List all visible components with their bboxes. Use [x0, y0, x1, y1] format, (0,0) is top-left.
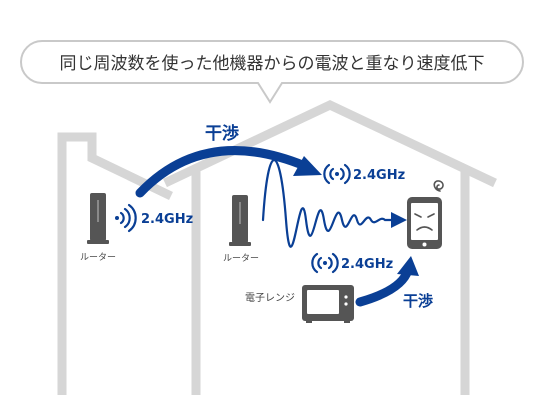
- interference-arrow-top: [135, 146, 322, 198]
- interference-arrow-bottom: [355, 256, 419, 307]
- right-router-icon: [229, 195, 251, 246]
- smartphone-sad-icon: [407, 197, 442, 249]
- right-house-walls: [191, 168, 470, 395]
- wave-arrowhead: [391, 212, 407, 228]
- wifi-waves-icon: [323, 163, 351, 185]
- interference-label-top: 干渉: [205, 123, 239, 144]
- microwave-icon: [302, 285, 354, 323]
- confusion-swirl-icon: [433, 180, 444, 192]
- wifi-waves-icon: [311, 252, 339, 274]
- callout-bubble: 同じ周波数を使った他機器からの電波と重なり速度低下: [20, 40, 524, 104]
- callout-text: 同じ周波数を使った他機器からの電波と重なり速度低下: [60, 53, 485, 74]
- right-house-roof: [163, 100, 497, 188]
- microwave-label: 電子レンジ: [245, 292, 295, 304]
- left-router-label: ルーター: [80, 252, 116, 263]
- wifi-waves-icon: [115, 203, 137, 233]
- router-signal-label: 2.4GHz: [353, 168, 405, 183]
- interference-label-bottom: 干渉: [403, 292, 433, 310]
- wave-squiggle: [261, 158, 395, 248]
- left-signal-label: 2.4GHz: [141, 212, 193, 227]
- microwave-signal-label: 2.4GHz: [341, 257, 393, 272]
- left-router-icon: [87, 193, 109, 244]
- right-router-label: ルーター: [223, 253, 259, 264]
- left-house-outline: [57, 132, 173, 395]
